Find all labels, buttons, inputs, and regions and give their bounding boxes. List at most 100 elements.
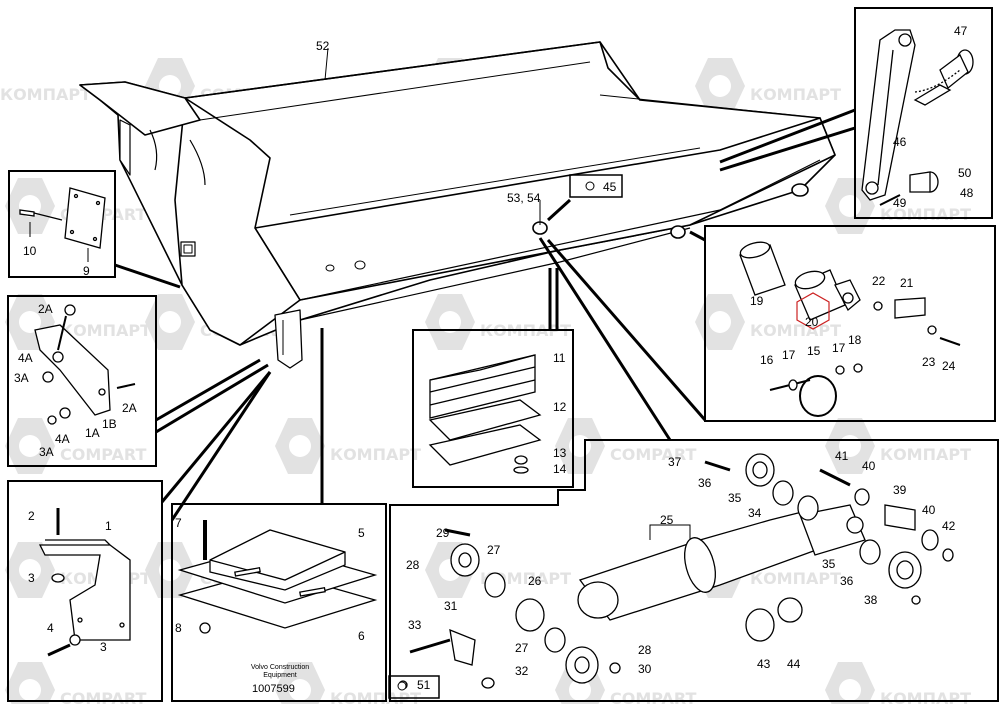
watermark-text: КОМПАРТ (750, 321, 841, 340)
watermark-text: КОМПАРТ (750, 569, 841, 588)
label-center-pad-13: 13 (553, 446, 567, 460)
label-right-middle-17: 17 (782, 348, 796, 362)
watermark-text: КОМПАРТ (880, 445, 971, 464)
watermark-logo-inner (159, 559, 181, 581)
label-bottom-right-31: 31 (444, 599, 458, 613)
manufacturer-text: Volvo Construction Equipment (230, 664, 330, 680)
watermark-logo-inner (709, 75, 731, 97)
pad-11-drawing (428, 354, 542, 474)
label-bottom-right-32: 32 (515, 664, 529, 678)
label-left-middle-1b: 1B (102, 417, 117, 431)
label-right-middle-22: 22 (872, 274, 886, 288)
watermark-logo-inner (569, 679, 591, 701)
watermark-logo-inner (159, 311, 181, 333)
panel-top-left-border (8, 170, 116, 278)
label-bottom-right-41: 41 (835, 449, 849, 463)
label-bottom-right-35: 35 (822, 557, 836, 571)
label-center-pad-11: 11 (553, 351, 566, 365)
label-top-right-48: 48 (960, 186, 974, 200)
label-top-right-49: 49 (893, 196, 907, 210)
link-46-drawing (861, 29, 974, 206)
label-left-middle-2a: 2A (122, 401, 137, 415)
drawing-number: 1007599 (252, 683, 295, 695)
label-bottom-right-42: 42 (942, 519, 956, 533)
label-bottom-center-8: 8 (175, 621, 182, 635)
panel-bottom-left-border (7, 480, 163, 702)
watermark-text: КОМПАРТ (60, 321, 151, 340)
label-left-middle-1a: 1A (85, 426, 100, 440)
label-body: 52 (316, 39, 330, 53)
label-bottom-right-51: 51 (417, 678, 431, 692)
watermark-logo-inner (19, 435, 41, 457)
label-center-pad-12: 12 (553, 400, 567, 414)
watermark-logo-inner (709, 311, 731, 333)
label-bottom-right-27: 27 (487, 543, 501, 557)
label-bottom-right-36: 36 (698, 476, 712, 490)
manufacturer-line1: Volvo Construction (250, 664, 310, 671)
label-bottom-left-4: 4 (47, 621, 54, 635)
label-right-middle-21: 21 (900, 276, 914, 290)
label-bottom-right-36: 36 (840, 574, 854, 588)
pin-20-drawing (739, 241, 961, 417)
watermark-text: COMPART (610, 689, 697, 704)
label-right-middle-18: 18 (848, 333, 862, 347)
label-right-middle-20: 20 (805, 315, 819, 329)
watermark-text: КОМПАРТ (330, 445, 421, 464)
label-top-left-9: 9 (83, 264, 90, 278)
label-bottom-right-28: 28 (638, 643, 652, 657)
label-bottom-right-26: 26 (528, 574, 542, 588)
label-bottom-left-3: 3 (28, 571, 35, 585)
label-bottom-right-44: 44 (787, 657, 801, 671)
watermark-text: КОМПАРТ (880, 205, 971, 224)
bolt-icon (585, 181, 595, 191)
label-bottom-left-1: 1 (105, 519, 112, 533)
panel-borders (7, 7, 999, 702)
watermark-logo-inner (19, 679, 41, 701)
label-bottom-right-38: 38 (864, 593, 878, 607)
watermark-logo-inner (289, 679, 311, 701)
panel-right-middle-border (704, 225, 996, 422)
label-bottom-left-2: 2 (28, 509, 35, 523)
cylinder-25-drawing (398, 453, 954, 690)
label-bottom-left-3: 3 (100, 640, 107, 654)
label-right-middle-19: 19 (750, 294, 764, 308)
watermark-logo-inner (289, 435, 311, 457)
label-right-middle-15: 15 (807, 344, 821, 358)
label-top-right-47: 47 (954, 24, 968, 38)
label-bottom-center-5: 5 (358, 526, 365, 540)
watermark-text: COMPART (60, 445, 147, 464)
label-left-middle-3a: 3A (14, 371, 29, 385)
leader-lines (114, 108, 856, 521)
watermark-text: КОМПАРТ (880, 689, 971, 704)
panel-bottom-center-border (171, 503, 387, 702)
watermark-text: COMPART (60, 689, 147, 704)
label-left-middle-4a: 4A (18, 351, 33, 365)
label-45-box (569, 174, 623, 198)
panel-bottom-right-border (389, 439, 999, 702)
watermark-logo-inner (839, 679, 861, 701)
plate-9-drawing (19, 187, 106, 262)
watermark-logo-inner (159, 75, 181, 97)
watermark-logo-inner (439, 311, 461, 333)
label-bottom-right-30: 30 (638, 662, 652, 676)
label-left-middle-3a: 3A (39, 445, 54, 459)
label-right-middle-24: 24 (942, 359, 956, 373)
label-left-middle-2a: 2A (38, 302, 53, 316)
label-right-middle-16: 16 (760, 353, 774, 367)
label-bottom-right-43: 43 (757, 657, 771, 671)
label-bottom-right-33: 33 (408, 618, 422, 632)
watermark-logo-inner (839, 195, 861, 217)
panel-center-pad-border (412, 329, 574, 488)
pad-5-drawing (177, 520, 378, 634)
label-bottom-right-37: 37 (668, 455, 682, 469)
dump-body-drawing (79, 41, 836, 369)
label-bottom-right-40: 40 (922, 503, 936, 517)
panel-left-middle-border (7, 295, 157, 467)
label-51-box (388, 675, 440, 699)
label-right-middle-17: 17 (832, 341, 846, 355)
label-pin: 53, 54 (507, 191, 541, 205)
label-left-middle-4a: 4A (55, 432, 70, 446)
